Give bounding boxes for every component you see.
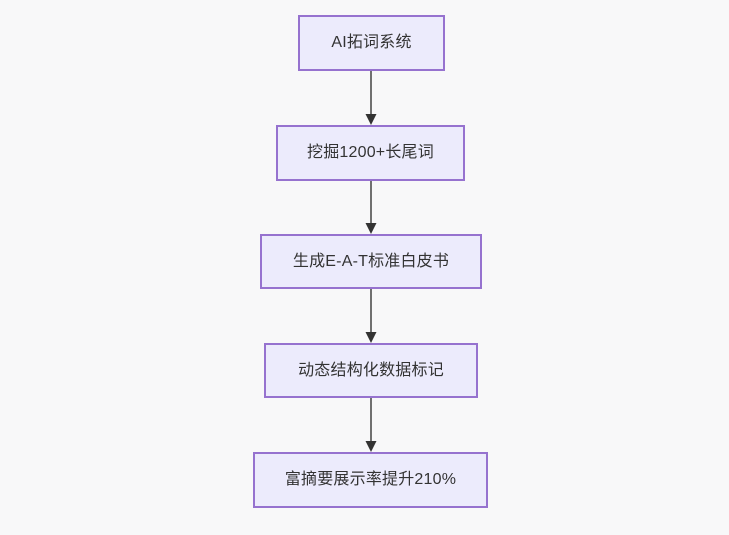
node-label: 生成E-A-T标准白皮书 (292, 252, 450, 270)
node-label: 富摘要展示率提升210% (284, 471, 457, 489)
flowchart-node-rich-snippet-result[interactable]: 富摘要展示率提升210% (253, 452, 488, 508)
edge-n4-n5 (365, 398, 377, 452)
node-label: AI拓词系统 (331, 34, 412, 52)
edge-n1-n2 (365, 71, 377, 125)
edge-n2-n3 (365, 181, 377, 234)
flowchart-node-longtail-mining[interactable]: 挖掘1200+长尾词 (276, 125, 465, 181)
edge-n3-n4 (365, 289, 377, 343)
flowchart-node-ai-keyword-system[interactable]: AI拓词系统 (298, 15, 445, 71)
flowchart-node-structured-data-markup[interactable]: 动态结构化数据标记 (264, 343, 478, 398)
node-label: 挖掘1200+长尾词 (307, 144, 434, 162)
node-label: 动态结构化数据标记 (298, 361, 444, 379)
flowchart-node-eat-whitepaper[interactable]: 生成E-A-T标准白皮书 (260, 234, 482, 289)
